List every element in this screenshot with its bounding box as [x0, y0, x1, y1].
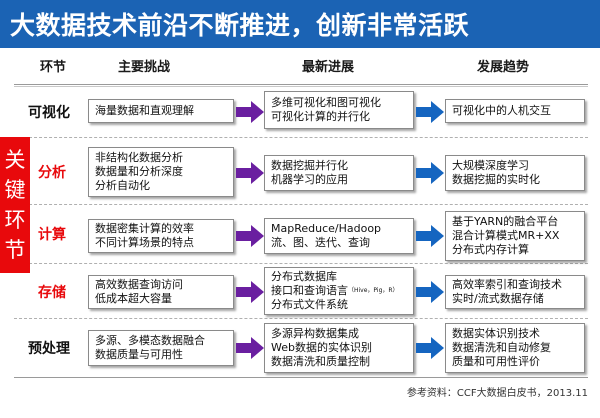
progress-cell-preprocessing: 多源异构数据集成 Web数据的实体识别 数据清洗和质量控制: [264, 323, 414, 373]
cell-text: 可视化计算的并行化: [271, 110, 370, 123]
cell-text: 数据清洗和质量控制: [271, 355, 370, 368]
progress-cell-visualization: 多维可视化和图可视化 可视化计算的并行化: [264, 91, 414, 129]
cell-text: 数据清洗和自动修复: [452, 341, 551, 354]
arrow-right-icon: [236, 225, 264, 247]
progress-cell-analysis: 数据挖掘并行化 机器学习的应用: [264, 155, 414, 191]
cell-text: 基于YARN的融合平台: [452, 215, 559, 228]
cell-text: 非结构化数据分析: [95, 151, 183, 164]
header-divider: [14, 84, 588, 85]
cell-text: 可视化中的人机交互: [452, 104, 551, 117]
challenge-cell-preprocessing: 多源、多模态数据融合 数据质量与可用性: [88, 330, 234, 366]
row-label-computing: 计算: [38, 227, 66, 243]
progress-cell-storage: 分布式数据库 接口和查询语言（Hive，Pig，R） 分布式文件系统: [264, 267, 414, 315]
cell-text: 数据挖掘并行化: [271, 159, 348, 172]
arrow-right-icon: [416, 162, 444, 184]
key-segment-char: 键: [4, 178, 26, 202]
arrow-right-icon: [416, 225, 444, 247]
key-segment-char: 节: [4, 238, 26, 262]
trend-cell-visualization: 可视化中的人机交互: [445, 99, 585, 123]
cell-text: 实时/流式数据存储: [452, 292, 544, 305]
source-footnote: 参考资料：CCF大数据白皮书，2013.11: [406, 388, 588, 399]
cell-text-note: （Hive，Pig，R）: [348, 287, 399, 294]
cell-text: 接口和查询语言（Hive，Pig，R）: [271, 284, 407, 298]
trend-cell-preprocessing: 数据实体识别技术 数据清洗和自动修复 质量和可用性评价: [445, 323, 585, 373]
cell-text: Web数据的实体识别: [271, 341, 372, 354]
arrow-right-icon: [236, 101, 264, 123]
arrow-right-icon: [236, 281, 264, 303]
arrow-right-icon: [236, 337, 264, 359]
cell-text: MapReduce/Hadoop: [271, 222, 382, 235]
progress-cell-computing: MapReduce/Hadoop 流、图、迭代、查询: [264, 218, 414, 254]
row-divider: [14, 263, 588, 264]
arrow-right-icon: [416, 101, 444, 123]
cell-text: 数据密集计算的效率: [95, 222, 194, 235]
header-divider-secondary: [14, 86, 588, 87]
cell-text: 机器学习的应用: [271, 173, 348, 186]
cell-text: 大规模深度学习: [452, 159, 529, 172]
challenge-cell-visualization: 海量数据和直观理解: [88, 99, 234, 123]
table-header: 环节 主要挑战 最新进展 发展趋势: [0, 52, 600, 86]
arrow-right-icon: [236, 162, 264, 184]
cell-text-part: 接口和查询语言: [271, 284, 348, 297]
cell-text: 分析自动化: [95, 179, 150, 192]
cell-text: 多源、多模态数据融合: [95, 334, 205, 347]
row-label-storage: 存储: [38, 285, 66, 301]
cell-text: 高效率索引和查询技术: [452, 278, 562, 291]
title-bar: 大数据技术前沿不断推进，创新非常活跃: [0, 0, 600, 48]
cell-text: 数据量和分析深度: [95, 165, 183, 178]
arrow-right-icon: [416, 337, 444, 359]
key-segment-char: 环: [4, 208, 26, 232]
row-label-visualization: 可视化: [28, 105, 70, 121]
challenge-cell-analysis: 非结构化数据分析 数据量和分析深度 分析自动化: [88, 147, 234, 197]
cell-text: 流、图、迭代、查询: [271, 236, 370, 249]
row-divider: [14, 137, 588, 138]
key-segment-badge: 关 键 环 节: [0, 137, 30, 273]
trend-cell-analysis: 大规模深度学习 数据挖掘的实时化: [445, 155, 585, 191]
header-trends: 发展趋势: [477, 60, 530, 75]
row-divider: [14, 204, 588, 205]
cell-text: 混合计算模式MR+XX: [452, 229, 560, 242]
challenge-cell-computing: 数据密集计算的效率 不同计算场景的特点: [88, 219, 234, 253]
trend-cell-computing: 基于YARN的融合平台 混合计算模式MR+XX 分布式内存计算: [445, 211, 585, 261]
arrow-right-icon: [416, 281, 444, 303]
header-challenges: 主要挑战: [118, 60, 171, 75]
key-segment-char: 关: [4, 148, 26, 172]
cell-text: 数据挖掘的实时化: [452, 173, 540, 186]
cell-text: 分布式数据库: [271, 270, 337, 283]
header-segment: 环节: [40, 60, 67, 75]
cell-text: 数据实体识别技术: [452, 327, 540, 340]
cell-text: 不同计算场景的特点: [95, 236, 194, 249]
page-title: 大数据技术前沿不断推进，创新非常活跃: [10, 11, 470, 40]
cell-text: 分布式文件系统: [271, 298, 348, 311]
cell-text: 海量数据和直观理解: [95, 104, 194, 117]
cell-text: 分布式内存计算: [452, 243, 529, 256]
cell-text: 高效数据查询访问: [95, 278, 183, 291]
cell-text: 多源异构数据集成: [271, 327, 359, 340]
cell-text: 数据质量与可用性: [95, 348, 183, 361]
header-progress: 最新进展: [302, 60, 355, 75]
challenge-cell-storage: 高效数据查询访问 低成本超大容量: [88, 275, 234, 309]
row-label-preprocessing: 预处理: [28, 341, 70, 357]
row-label-analysis: 分析: [38, 165, 66, 181]
table-bottom-divider: [14, 377, 588, 378]
cell-text: 低成本超大容量: [95, 292, 172, 305]
cell-text: 多维可视化和图可视化: [271, 96, 381, 109]
row-divider: [14, 318, 588, 319]
cell-text: 质量和可用性评价: [452, 355, 540, 368]
trend-cell-storage: 高效率索引和查询技术 实时/流式数据存储: [445, 275, 585, 309]
